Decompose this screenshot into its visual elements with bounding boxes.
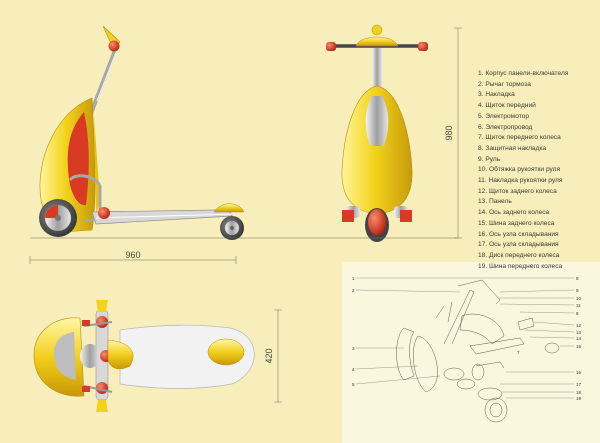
legend-item: 13. Панель xyxy=(478,198,512,206)
legend-item: 18. Диск переднего колеса xyxy=(478,251,560,259)
legend-item: 3. Накладка xyxy=(478,91,515,99)
legend-item: 14. Ось заднего колеса xyxy=(478,209,550,217)
legend-item: 1. Корпус панели-включателя xyxy=(478,70,569,77)
legend-item: 4. Щиток передний xyxy=(478,102,536,110)
front-column xyxy=(372,48,382,88)
dimension-height: 980 xyxy=(444,125,454,140)
side-view xyxy=(39,25,245,240)
parts-legend: 1. Корпус панели-включателя 2. Рычаг тор… xyxy=(478,69,598,272)
dimension-length: 960 xyxy=(125,250,140,260)
callout-11: 11 xyxy=(576,303,581,308)
motor-housing xyxy=(98,207,110,219)
legend-item: 7. Щиток переднего колеса xyxy=(478,134,561,142)
callout-18: 18 xyxy=(576,390,582,395)
exploded-drawing: 1 2 3 4 5 8 9 10 11 6 12 13 14 15 16 17 … xyxy=(342,262,600,443)
callout-8: 8 xyxy=(576,276,579,281)
deck xyxy=(91,209,233,225)
legend-item: 19. Шина переднего колеса xyxy=(478,262,563,270)
shield-red-inner xyxy=(67,112,89,206)
front-view xyxy=(326,24,428,242)
callout-4: 4 xyxy=(352,367,355,372)
callout-labels: 1 2 3 4 5 8 9 10 11 6 12 13 14 15 16 17 … xyxy=(352,276,582,401)
callout-7: 7 xyxy=(517,350,520,355)
legend-item: 12. Щиток заднего колеса xyxy=(478,187,557,195)
dimension-width: 420 xyxy=(264,348,274,363)
rear-fender xyxy=(213,203,245,213)
legend-item: 5. Электромотор xyxy=(478,112,530,120)
legend-item: 8. Защитная накладка xyxy=(478,144,547,152)
legend-item: 10. Обтяжка рукоятки руля xyxy=(478,166,561,174)
callout-17: 17 xyxy=(576,382,582,387)
callout-16: 16 xyxy=(576,370,582,375)
callout-19: 19 xyxy=(576,396,582,401)
callout-5: 5 xyxy=(352,382,355,387)
legend-item: 2. Рычаг тормоза xyxy=(478,80,531,88)
callout-15: 15 xyxy=(576,344,582,349)
callout-14: 14 xyxy=(576,336,582,341)
exploded-panel-bg xyxy=(342,262,600,443)
dimension-lines xyxy=(29,27,462,403)
legend-item: 11. Накладка рукоятки руля xyxy=(478,177,563,185)
callout-9: 9 xyxy=(576,288,579,293)
callout-3: 3 xyxy=(352,346,355,351)
callout-2: 2 xyxy=(352,288,355,293)
front-panel-housing xyxy=(355,36,399,47)
top-view xyxy=(33,300,255,412)
callout-1: 1 xyxy=(352,276,355,281)
callout-13: 13 xyxy=(576,330,582,335)
callout-12: 12 xyxy=(576,323,582,328)
legend-item: 15. Шина заднего колеса xyxy=(478,219,555,227)
leader-lines xyxy=(355,277,575,399)
handlebar-knob xyxy=(108,40,120,52)
legend-item: 16. Ось узла складывания xyxy=(478,230,559,238)
legend-item: 6. Электропровод xyxy=(478,123,533,131)
callout-6: 6 xyxy=(576,311,579,316)
legend-item: 9. Руль xyxy=(478,155,501,163)
legend-item: 17. Ось узла складывания xyxy=(478,241,559,249)
callout-10: 10 xyxy=(576,296,582,301)
